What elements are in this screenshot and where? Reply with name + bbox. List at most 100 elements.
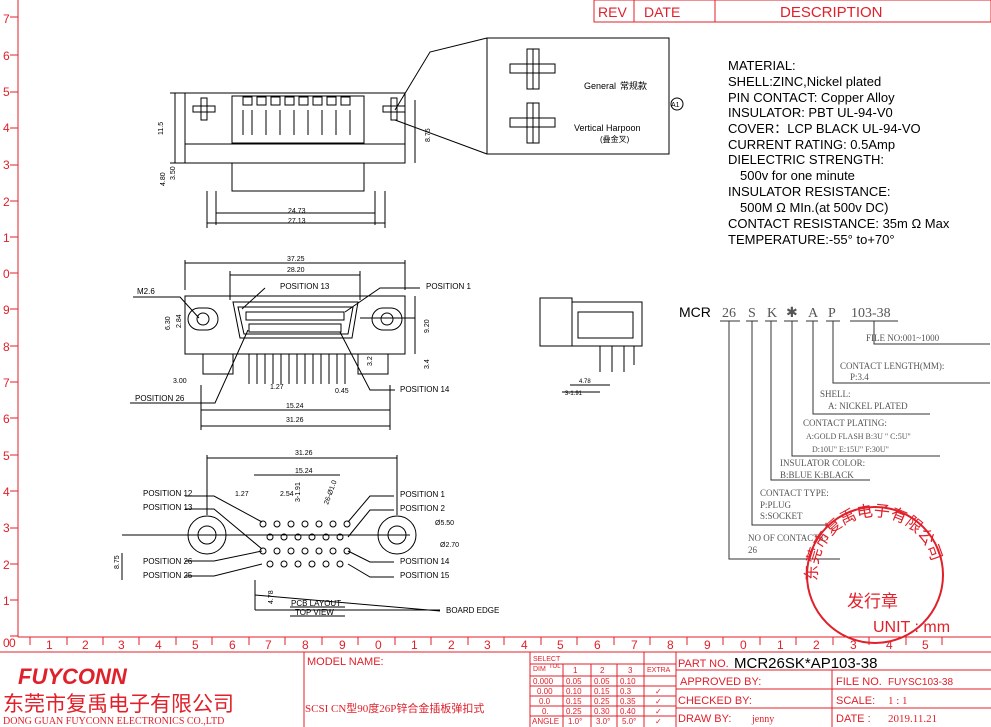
model-name-value: SCSI CN型90度26P锌合金插板弹扣式 (305, 701, 484, 715)
seal-center-text: 发行章 (847, 592, 898, 612)
tol-r1-c1: 0.10 (566, 687, 582, 696)
bottom-scale-25: 5 (922, 638, 929, 652)
left-scale-6: 1 (3, 231, 10, 245)
tol-r2-c3: 0.35 (620, 697, 636, 706)
shell-value: A: NICKEL PLATED (828, 401, 908, 411)
pcb-dim-8-75: 8.75 (114, 555, 121, 569)
vertical-cn-label: (叠金叉) (600, 134, 630, 144)
tol-r2-check: ✓ (655, 697, 662, 706)
dim-9-20: 9.20 (424, 319, 431, 333)
left-scale-8: 9 (3, 303, 10, 317)
file-no-label: FILE NO. (836, 676, 882, 688)
dim-4-78-side: 4.78 (579, 379, 591, 385)
date-value: 2019.11.21 (888, 713, 937, 725)
dim-24-73: 24.73 (288, 208, 306, 215)
tol-col-1: 1 (573, 666, 578, 675)
bottom-scale-8: 8 (302, 638, 309, 652)
plating-value-1: A:GOLD FLASH B:3U " C:5U" (806, 432, 911, 441)
seal-ring-text: 东莞市复禹电子有限公司 (802, 501, 946, 581)
tol-r0-c2: 0.05 (594, 677, 610, 686)
part-number: MCR26SK*AP103-38 (734, 655, 877, 672)
dim-6-30: 6.30 (165, 316, 172, 330)
bottom-scale-16: 6 (594, 638, 601, 652)
dim-m2-6: M2.6 (137, 287, 155, 296)
dim-27-13: 27.13 (288, 218, 306, 225)
pcb-holes-row-3 (259, 547, 351, 555)
spec-line-9: 500M Ω MIn.(at 500v DC) (740, 200, 888, 215)
unit-label: UNIT : mm (873, 619, 950, 636)
pcb-holes-row-4 (266, 560, 344, 568)
contacts-value: 26 (748, 545, 758, 555)
code-plating: ✱ (786, 306, 798, 321)
draw-label: DRAW BY: (678, 713, 731, 725)
tol-r4-dim: ANGLE (532, 717, 559, 726)
pcb-position-15: POSITION 15 (400, 571, 450, 580)
pcb-position-2: POSITION 2 (400, 504, 445, 513)
part-code-breakdown: MCR 26 S K ✱ A P 103-38 FILE NO:001~1000 (679, 304, 990, 560)
scale-label: SCALE: (836, 695, 875, 707)
code-color: K (767, 306, 777, 321)
code-length: P (828, 306, 836, 321)
bottom-scale-7: 7 (265, 638, 272, 652)
harpoon-detail (394, 37, 684, 155)
tol-r4-c3: 5.0° (622, 717, 636, 726)
left-scale-14: 3 (3, 521, 10, 535)
dim-2-84: 2.84 (176, 314, 183, 328)
spec-line-2: PIN CONTACT: Copper Alloy (728, 90, 895, 105)
code-type: S (748, 306, 756, 321)
contacts-label: NO OF CONTACTS: (748, 533, 826, 543)
pcb-dim-3-1-91: 3-1.91 (295, 482, 302, 502)
pcb-dim-5-50: Ø5.50 (435, 520, 454, 527)
dim-37-25: 37.25 (287, 256, 305, 263)
tol-r2-c2: 0.25 (594, 697, 610, 706)
approved-label: APPROVED BY: (680, 676, 761, 688)
pcb-position-12: POSITION 12 (143, 489, 193, 498)
dim-15-24-front: 15.24 (286, 403, 304, 410)
tol-r1-check: ✓ (655, 687, 662, 696)
tol-r4-c2: 3.0° (596, 717, 610, 726)
bottom-scale-21: 1 (777, 638, 784, 652)
side-view-drawing (539, 297, 643, 393)
contact-length-label: CONTACT LENGTH(MM): (840, 361, 944, 371)
pcb-position-13: POSITION 13 (143, 503, 193, 512)
bottom-scale-19: 9 (704, 638, 711, 652)
tol-r1-c3: 0.3 (620, 687, 632, 696)
label-position-26-front: POSITION 26 (135, 394, 185, 403)
company-logo: FUYCONN (18, 664, 128, 689)
tol-r3-c1: 0.25 (566, 707, 582, 716)
pcb-dim-2-54: 2.54 (280, 491, 294, 498)
pcb-position-14: POSITION 14 (400, 557, 450, 566)
contact-type-label: CONTACT TYPE: (760, 488, 829, 498)
tol-r3-dim: 0. (542, 707, 549, 716)
dim-28-20: 28.20 (287, 267, 305, 274)
tol-col-2: 2 (600, 666, 605, 675)
plating-label: CONTACT PLATING: (803, 418, 887, 428)
dim-3-50: 3.50 (170, 166, 177, 180)
company-name-cn: 东莞市复禹电子有限公司 (3, 692, 234, 716)
tol-r0-c1: 0.05 (566, 677, 582, 686)
bottom-ruler-ticks (29, 637, 943, 645)
bottom-scale-5: 5 (192, 638, 199, 652)
dim-3-1-91-side: 3-1.91 (565, 391, 583, 397)
tol-r4-check: ✓ (655, 717, 662, 726)
model-name-label: MODEL NAME: (307, 656, 384, 668)
plating-value-2: D:10U" E:15U" F:30U" (812, 445, 889, 454)
insulator-color-label: INSULATOR COLOR: (780, 458, 865, 468)
bottom-scale-23: 3 (850, 638, 857, 652)
left-scale-15: 2 (3, 558, 10, 572)
left-scale-5: 2 (3, 195, 10, 209)
tol-r2-dim: 0.0 (539, 697, 551, 706)
dim-3-2: 3.2 (367, 356, 374, 366)
dim-3-4: 3.4 (424, 359, 431, 369)
top-view-right-harpoon-icon (382, 97, 406, 121)
bottom-scale-2: 2 (82, 638, 89, 652)
bottom-scale-15: 5 (557, 638, 564, 652)
spec-line-5: CURRENT RATING: 0.5Amp (728, 137, 895, 152)
general-harpoon-icon (509, 48, 556, 90)
label-position-13: POSITION 13 (280, 282, 330, 291)
pcb-top-view: TOP VIEW (295, 608, 334, 617)
pcb-dim-hole: 26-Ø1.0 (323, 479, 338, 505)
contact-type-socket: S:SOCKET (760, 511, 803, 521)
tol-r1-dim: 0.00 (537, 687, 553, 696)
bottom-scale-20: 0 (740, 638, 747, 652)
